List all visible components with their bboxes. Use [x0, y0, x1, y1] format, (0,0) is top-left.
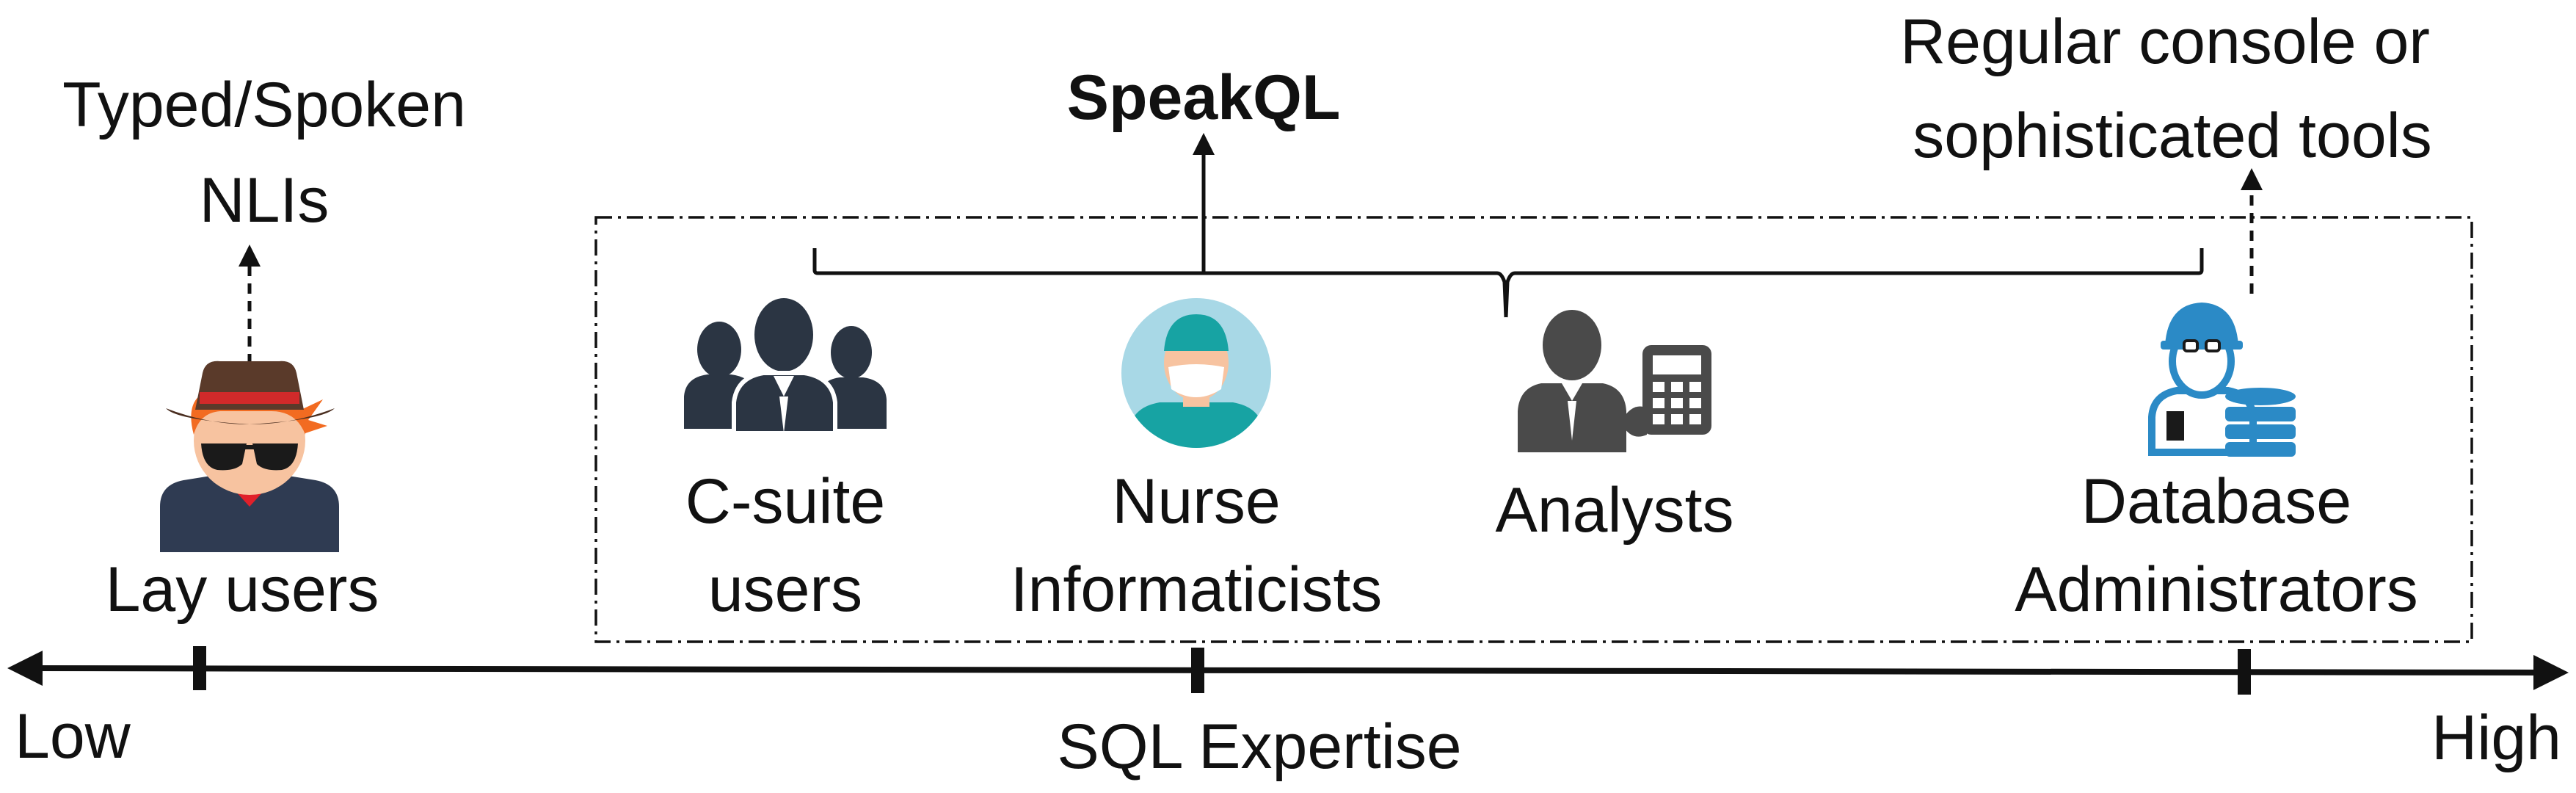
console-label-line1: Regular console or [1900, 7, 2430, 77]
console-label-line2: sophisticated tools [1913, 101, 2432, 171]
lay-user-icon [160, 361, 339, 552]
group-label-line2: Informaticists [1011, 554, 1383, 625]
axis-low-label: Low [15, 701, 131, 772]
axis-high-label: High [2431, 703, 2561, 773]
dba-with-database-icon [2148, 303, 2296, 457]
nli-label-line2: NLIs [200, 165, 330, 236]
group-label-line1: C-suite [685, 466, 885, 537]
group-label-line2: users [708, 554, 862, 625]
user-groups-brace [812, 248, 2204, 318]
analyst-with-calculator-icon [1518, 310, 1711, 452]
group-label-line1: Nurse [1112, 466, 1280, 537]
group-label-line1: Database [2081, 466, 2351, 537]
group-of-people-icon [684, 298, 887, 435]
nurse-icon [1121, 298, 1271, 448]
axis-title: SQL Expertise [1057, 711, 1461, 782]
expertise-axis [7, 651, 2569, 690]
nli-label-line1: Typed/Spoken [62, 70, 466, 140]
speakql-scope-box [594, 216, 2473, 643]
group-label-line1: Analysts [1495, 475, 1733, 546]
group-label-line2: Administrators [2015, 554, 2418, 625]
speakql-title: SpeakQL [1067, 62, 1341, 133]
lay-users-label: Lay users [106, 554, 379, 625]
